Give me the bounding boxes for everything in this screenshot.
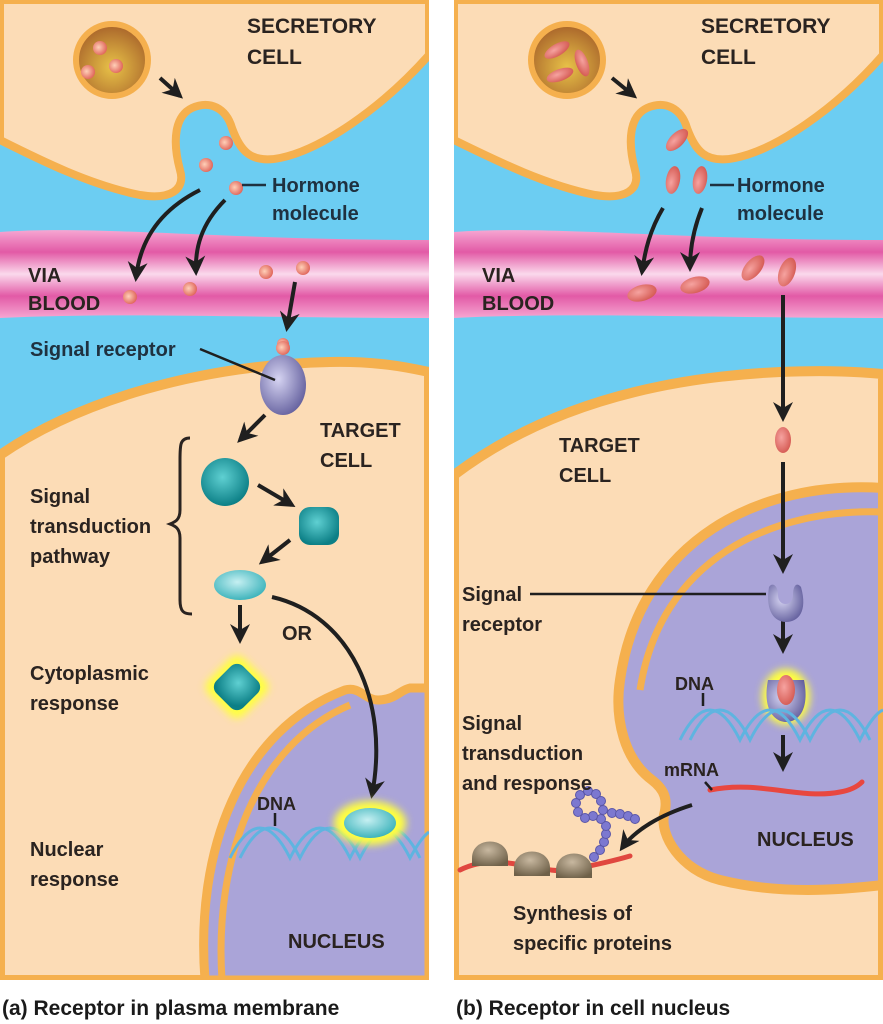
label-cytoplasmic-response: Cytoplasmic (30, 663, 149, 685)
label-transduction-b-3: and response (462, 773, 592, 795)
label-pathway-3: pathway (30, 546, 111, 568)
label-secretory-cell-a-2: CELL (247, 46, 302, 69)
hormone-molecules-b (627, 128, 797, 453)
label-secretory-cell-b-2: CELL (701, 46, 756, 69)
label-hormone-a: Hormone (272, 175, 360, 197)
ribosomes (472, 841, 592, 878)
label-hormone-b-2: molecule (737, 203, 824, 225)
arrows-b (610, 76, 793, 852)
panel-b: SECRETORY CELL Hormone molecule VIA BLOO… (454, 0, 883, 980)
cytoplasmic-response-protein (213, 663, 261, 711)
label-cytoplasmic-response-2: response (30, 693, 119, 715)
signal-receptor-a (260, 355, 306, 415)
label-transduction-b-2: transduction (462, 743, 583, 765)
label-nucleus-b: NUCLEUS (757, 829, 854, 851)
label-dna-a: DNA (257, 794, 296, 814)
label-signal-receptor-b-2: receptor (462, 614, 542, 636)
label-signal-receptor-a: Signal receptor (30, 339, 176, 361)
label-via-blood-b-2: BLOOD (482, 293, 554, 315)
label-target-cell-b-2: CELL (559, 465, 611, 487)
label-synthesis: Synthesis of (513, 903, 632, 925)
pathway-brace (165, 436, 193, 616)
caption-panel-a: (a) Receptor in plasma membrane (2, 997, 339, 1020)
nuclear-envelope-inner-b (636, 508, 883, 691)
label-transduction-b: Signal (462, 713, 522, 735)
label-nuclear-response: Nuclear (30, 839, 104, 861)
label-dna-b: DNA (675, 674, 714, 694)
label-signal-receptor-b: Signal (462, 584, 522, 606)
receptor-leader-line (199, 347, 276, 382)
label-mrna: mRNA (664, 760, 719, 780)
label-secretory-cell-b: SECRETORY (701, 15, 831, 38)
mrna-strand (707, 779, 865, 797)
nuclear-envelope-inner (217, 701, 352, 980)
vesicle-hormones (81, 41, 123, 79)
vesicle-hormones-b (544, 41, 590, 83)
relay-protein-1 (201, 458, 249, 506)
secretory-vesicle (73, 21, 151, 99)
nuclear-response-protein (344, 808, 396, 838)
label-nucleus-a: NUCLEUS (288, 931, 385, 953)
label-or: OR (282, 623, 313, 645)
relay-protein-2 (299, 507, 339, 545)
secretory-vesicle-b (528, 21, 606, 99)
label-nuclear-response-2: response (30, 869, 119, 891)
label-hormone-a-2: molecule (272, 203, 359, 225)
label-target-cell-a-2: CELL (320, 450, 372, 472)
polypeptide-chain (571, 786, 640, 862)
label-via-blood-a: VIA (28, 265, 61, 287)
bound-hormone-b (777, 675, 795, 705)
label-hormone-b: Hormone (737, 175, 825, 197)
arrows-a (127, 76, 385, 799)
bound-hormone (276, 341, 290, 355)
label-secretory-cell-a: SECRETORY (247, 15, 377, 38)
label-target-cell-b: TARGET (559, 435, 640, 457)
label-pathway: Signal (30, 486, 90, 508)
dna-helix-b (678, 708, 883, 744)
blood-vessel-b (454, 230, 883, 318)
label-synthesis-2: specific proteins (513, 933, 672, 955)
label-via-blood-a-2: BLOOD (28, 293, 100, 315)
blood-vessel (0, 230, 429, 318)
label-target-cell-a: TARGET (320, 420, 401, 442)
signal-receptor-b (768, 584, 804, 622)
mrna-leader-line (704, 781, 713, 791)
relay-protein-3 (214, 570, 266, 600)
caption-panel-b: (b) Receptor in cell nucleus (456, 997, 730, 1020)
label-pathway-2: transduction (30, 516, 151, 538)
label-via-blood-b: VIA (482, 265, 515, 287)
panel-a: SECRETORY CELL Hormone molecule VIA BLOO… (0, 0, 429, 980)
